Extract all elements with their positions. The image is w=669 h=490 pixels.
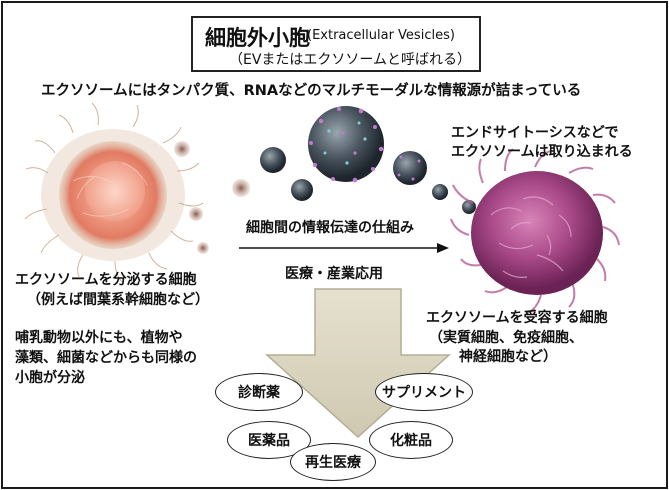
application-diagnostics-label: 診断薬 — [238, 382, 280, 402]
released-particles — [174, 141, 250, 254]
other-sources-line-2: 藻類、細菌などからも同様の — [15, 349, 197, 368]
exosome-vesicles — [260, 106, 476, 214]
receiving-cell-example-line-1: （実質細胞、免疫細胞、 — [429, 329, 583, 348]
secreting-cell-label: エクソソームを分泌する細胞 — [15, 271, 197, 290]
secreting-cell — [25, 103, 203, 283]
title-box: 細胞外小胞 (Extracellular Vesicles) （EVまたはエクソ… — [191, 16, 481, 72]
application-supplements-label: サプリメント — [382, 382, 466, 402]
uptake-note-line-2: エクソソームは取り込まれる — [451, 143, 633, 162]
application-arrow — [267, 289, 449, 437]
title-english: (Extracellular Vesicles) — [307, 28, 455, 43]
title-main: 細胞外小胞 — [205, 22, 310, 52]
application-pharmaceuticals-label: 医薬品 — [248, 430, 290, 450]
application-regenerative-medicine-label: 再生医療 — [305, 452, 361, 472]
application-label: 医療・産業応用 — [285, 265, 383, 284]
application-cosmetics-label: 化粧品 — [390, 430, 432, 450]
receiving-cell-example-line-2: 神経細胞など） — [459, 348, 557, 367]
mechanism-label: 細胞間の情報伝達の仕組み — [246, 219, 414, 238]
receiving-cell-label: エクソソームを受容する細胞 — [426, 309, 608, 328]
secreting-cell-example: （例えば間葉系幹細胞など） — [27, 291, 209, 310]
other-sources-line-3: 小胞が分泌 — [15, 369, 85, 388]
receiving-cell — [451, 149, 619, 313]
headline: エクソソームにはタンパク質、RNAなどのマルチモーダルな情報源が詰まっている — [41, 82, 581, 101]
other-sources-line-1: 哺乳動物以外にも、植物や — [15, 329, 183, 348]
title-subtitle: （EVまたはエクソソームと呼ばれる） — [229, 49, 471, 69]
illustration-layer — [3, 3, 668, 489]
application-regenerative-medicine: 再生医療 — [290, 443, 376, 481]
application-cosmetics: 化粧品 — [369, 421, 453, 459]
application-supplements: サプリメント — [375, 373, 473, 411]
application-diagnostics: 診断薬 — [215, 373, 303, 411]
uptake-note-line-1: エンドサイトーシスなどで — [451, 124, 618, 143]
transfer-arrow — [239, 243, 449, 253]
